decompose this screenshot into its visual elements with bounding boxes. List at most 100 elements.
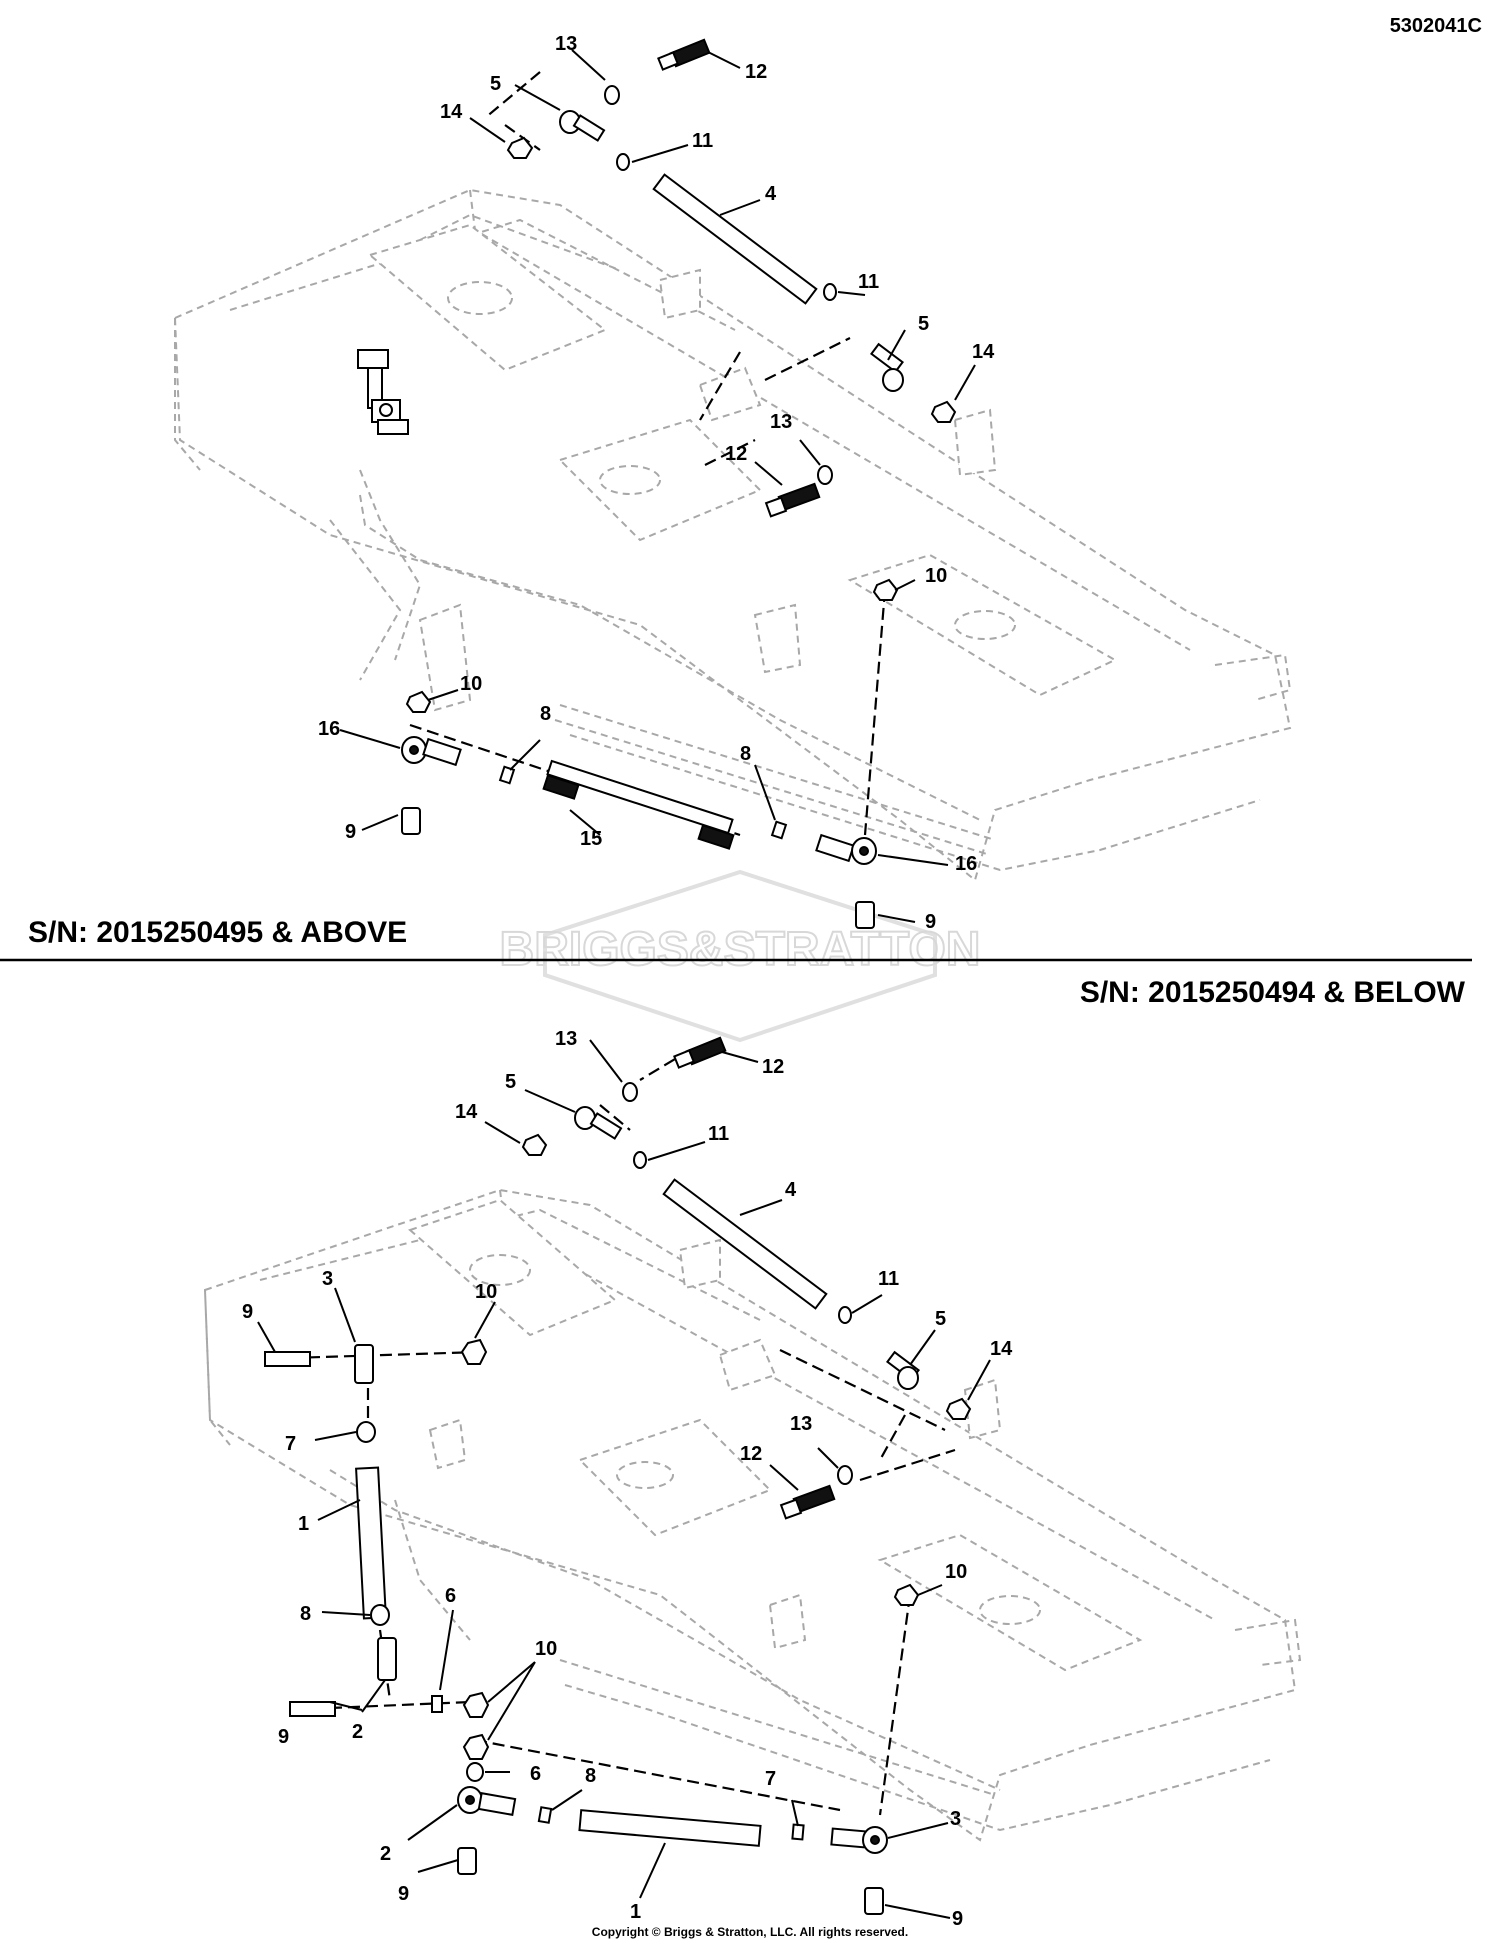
nut-14-top: [506, 136, 534, 159]
jam-nut-7-bottom: [791, 1823, 805, 1841]
upper-link-assembly-bottom: [264, 1036, 972, 1915]
section-heading-below: S/N: 2015250494 & BELOW: [1080, 976, 1466, 1009]
nut-11b-bottom: [838, 1306, 852, 1324]
callout-8-b: 8: [300, 1603, 311, 1625]
watermark-logo: BRIGGS&STRATTON: [499, 869, 981, 1043]
jam-nut-8-bottom: [537, 1806, 553, 1824]
svg-text:BRIGGS&STRATTON: BRIGGS&STRATTON: [500, 923, 981, 976]
callout-10c-b: 10: [945, 1561, 967, 1583]
callout-9d-b: 9: [952, 1908, 963, 1930]
bolt-9-lower-left: [457, 1847, 477, 1875]
callout-7b-b: 7: [765, 1768, 776, 1790]
leaders-bottom: [257, 1039, 991, 1919]
callout-14b-b: 14: [990, 1338, 1013, 1360]
tube-4-top: [652, 173, 818, 305]
mower-deck-top: [173, 188, 1292, 882]
callout-4: 4: [765, 183, 777, 205]
callout-11-b: 11: [708, 1123, 729, 1145]
nut-11-bottom: [633, 1151, 647, 1169]
callout-11b: 11: [858, 271, 879, 293]
callout-10-b: 10: [475, 1281, 497, 1303]
callout-11: 11: [692, 130, 713, 152]
bolt-9-lower-right: [864, 1887, 884, 1915]
nut-10-mid: [462, 1691, 490, 1718]
nut-10-top-right: [872, 578, 899, 601]
bolt-9-left-top: [401, 807, 421, 835]
callout-8b-b: 8: [585, 1765, 596, 1787]
tube-4-bottom: [662, 1178, 828, 1310]
washer-13-top: [604, 85, 620, 105]
nut-10-lower: [462, 1733, 490, 1760]
rod-end-2-upper: [377, 1637, 397, 1681]
nut-7-left: [356, 1421, 376, 1443]
callout-13-b: 13: [555, 1028, 577, 1050]
callout-5b-b: 5: [935, 1308, 946, 1330]
jam-nut-8-left: [498, 765, 516, 785]
bolt-9-mid-left: [289, 1701, 336, 1717]
callout-1b-b: 1: [630, 1901, 641, 1923]
callout-12-b: 12: [762, 1056, 784, 1078]
callout-15: 15: [580, 828, 602, 850]
washer-13-bottom: [622, 1082, 638, 1102]
left-linkage-assembly: [357, 349, 409, 435]
rod-end-5b-top: [882, 368, 904, 392]
callout-8: 8: [540, 703, 551, 725]
upper-link-assembly-top: [401, 38, 957, 929]
jam-nut-8-right: [770, 820, 788, 840]
washer-13b-bottom: [837, 1465, 853, 1485]
nut-11-top: [616, 153, 630, 171]
callout-9c-b: 9: [398, 1883, 409, 1905]
rod-end-3-upper: [354, 1344, 374, 1384]
nut-14b-top: [930, 400, 957, 423]
tube-1-vertical: [355, 1466, 387, 1620]
nut-11b-top: [823, 283, 837, 301]
copyright-notice: Copyright © Briggs & Stratton, LLC. All …: [592, 1925, 908, 1939]
callout-3-b: 3: [322, 1268, 333, 1290]
nut-10-top-left: [405, 690, 432, 713]
section-heading-above: S/N: 2015250495 & ABOVE: [28, 916, 407, 949]
callout-6b-b: 6: [530, 1763, 541, 1785]
nut-10-upper: [460, 1338, 488, 1365]
callout-16b: 16: [955, 853, 977, 875]
callout-5: 5: [490, 73, 501, 95]
callout-13b-b: 13: [790, 1413, 812, 1435]
callouts-bottom: 13 12 5 14 11 4 11 5 14 13 12 9 3 10 7 1…: [242, 1028, 1013, 1930]
callout-8b: 8: [740, 743, 751, 765]
callout-4-b: 4: [785, 1179, 797, 1201]
nut-10-right-bottom: [893, 1583, 920, 1606]
callout-6-b: 6: [445, 1585, 456, 1607]
callout-14: 14: [440, 101, 463, 123]
callout-13b: 13: [770, 411, 792, 433]
callout-12: 12: [745, 61, 767, 83]
callout-10: 10: [925, 565, 947, 587]
rod-end-5b-bottom: [897, 1366, 919, 1390]
drawing-number: 5302041C: [1390, 15, 1482, 37]
callout-12b-b: 12: [740, 1443, 762, 1465]
mower-deck-bottom: [203, 1188, 1302, 1842]
callout-9: 9: [345, 821, 356, 843]
callout-14b: 14: [972, 341, 995, 363]
callout-13: 13: [555, 33, 577, 55]
callout-5b: 5: [918, 313, 929, 335]
bolt-9-right-top: [855, 901, 875, 929]
callout-16: 16: [318, 718, 340, 740]
nut-8-left: [370, 1604, 390, 1626]
jam-nut-6-mid: [431, 1695, 443, 1713]
callout-7-b: 7: [285, 1433, 296, 1455]
rod-end-5-bottom: [574, 1106, 596, 1130]
leaders-top: [339, 49, 976, 923]
callout-9-b: 9: [242, 1301, 253, 1323]
callout-2-b: 2: [352, 1721, 363, 1743]
nut-14b-bottom: [945, 1397, 972, 1420]
callout-12b: 12: [725, 443, 747, 465]
bolt-9-upper-left: [264, 1351, 311, 1367]
callout-1-b: 1: [298, 1513, 309, 1535]
callout-11b-b: 11: [878, 1268, 899, 1290]
washer-13b-top: [817, 465, 833, 485]
callout-10b: 10: [460, 673, 482, 695]
nut-14-bottom: [521, 1133, 548, 1156]
callouts-top: 13 12 5 14 11 4 11 5 14 13 12 10 10 16 8…: [318, 33, 995, 933]
callout-10b-b: 10: [535, 1638, 557, 1660]
callout-2b-b: 2: [380, 1843, 391, 1865]
callout-9b-b: 9: [278, 1726, 289, 1748]
